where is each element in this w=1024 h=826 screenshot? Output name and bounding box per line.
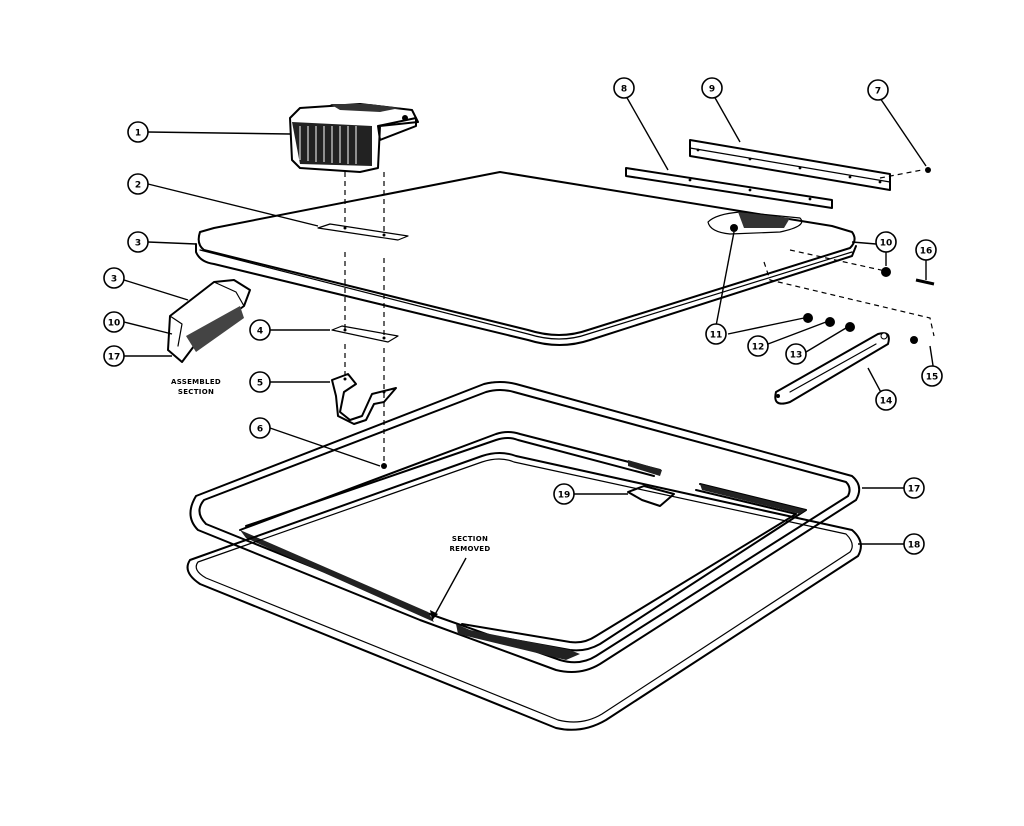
callout-8: 8 xyxy=(613,77,635,99)
callout-6: 6 xyxy=(249,417,271,439)
part-bolt xyxy=(915,278,935,286)
dashed-guide xyxy=(789,249,891,273)
callout-17-section: 17 xyxy=(103,345,125,367)
part-nut xyxy=(881,267,891,277)
callout-9: 9 xyxy=(701,77,723,99)
svg-text:6: 6 xyxy=(257,425,263,435)
svg-text:7: 7 xyxy=(875,87,881,97)
part-corner-piece xyxy=(627,485,675,507)
part-washer xyxy=(825,317,835,327)
callout-14: 14 xyxy=(875,389,897,411)
svg-text:19: 19 xyxy=(558,491,571,501)
svg-text:16: 16 xyxy=(920,247,933,257)
svg-text:17: 17 xyxy=(908,485,921,495)
svg-text:13: 13 xyxy=(790,351,803,361)
svg-text:5: 5 xyxy=(257,379,263,389)
dashed-guide xyxy=(763,261,935,337)
part-frame-17 xyxy=(189,381,861,673)
callout-3: 3 xyxy=(127,231,149,253)
callout-10: 10 xyxy=(875,231,897,253)
callout-16: 16 xyxy=(915,239,937,261)
note-assembled-line1: ASSEMBLED xyxy=(171,378,221,386)
svg-text:18: 18 xyxy=(908,541,921,551)
part-screw xyxy=(381,463,387,469)
callout-18: 18 xyxy=(903,533,925,555)
dashed-guide xyxy=(879,169,923,179)
part-plate xyxy=(331,325,399,343)
part-screw xyxy=(925,167,931,173)
callout-10-section: 10 xyxy=(103,311,125,333)
svg-text:17: 17 xyxy=(108,353,121,363)
svg-text:2: 2 xyxy=(135,181,141,191)
svg-text:1: 1 xyxy=(135,129,141,139)
svg-text:12: 12 xyxy=(752,343,765,353)
svg-text:10: 10 xyxy=(880,239,893,249)
callout-13: 13 xyxy=(785,343,807,365)
part-bracket xyxy=(331,373,397,425)
part-rod xyxy=(625,167,833,209)
callout-3-section: 3 xyxy=(103,267,125,289)
svg-text:10: 10 xyxy=(108,319,121,329)
part-vent-cover xyxy=(289,103,419,173)
callout-4: 4 xyxy=(249,319,271,341)
note-section-line1: SECTION xyxy=(452,535,488,543)
part-nut xyxy=(845,322,855,332)
callout-17: 17 xyxy=(903,477,925,499)
callout-2: 2 xyxy=(127,173,149,195)
svg-text:4: 4 xyxy=(257,327,263,337)
svg-text:15: 15 xyxy=(926,373,939,383)
callout-15: 15 xyxy=(921,365,943,387)
part-arm xyxy=(774,332,890,405)
svg-text:9: 9 xyxy=(709,85,715,95)
callout-12: 12 xyxy=(747,335,769,357)
callout-19: 19 xyxy=(553,483,575,505)
note-section-line2: REMOVED xyxy=(449,545,490,553)
callout-11: 11 xyxy=(705,323,727,345)
svg-text:3: 3 xyxy=(135,239,141,249)
note-assembled-line2: SECTION xyxy=(178,388,214,396)
svg-text:8: 8 xyxy=(621,85,627,95)
part-hinge-bar xyxy=(689,139,891,191)
leader-lines xyxy=(123,95,935,621)
part-nut xyxy=(910,336,918,344)
svg-text:11: 11 xyxy=(710,331,723,341)
part-lid-panel xyxy=(195,171,857,346)
part-washer xyxy=(803,313,813,323)
callout-5: 5 xyxy=(249,371,271,393)
callout-1: 1 xyxy=(127,121,149,143)
part-assembled-section xyxy=(167,279,251,363)
svg-text:3: 3 xyxy=(111,275,117,285)
part-gasket-18 xyxy=(186,452,862,731)
svg-text:14: 14 xyxy=(880,397,893,407)
callout-7: 7 xyxy=(867,79,889,101)
